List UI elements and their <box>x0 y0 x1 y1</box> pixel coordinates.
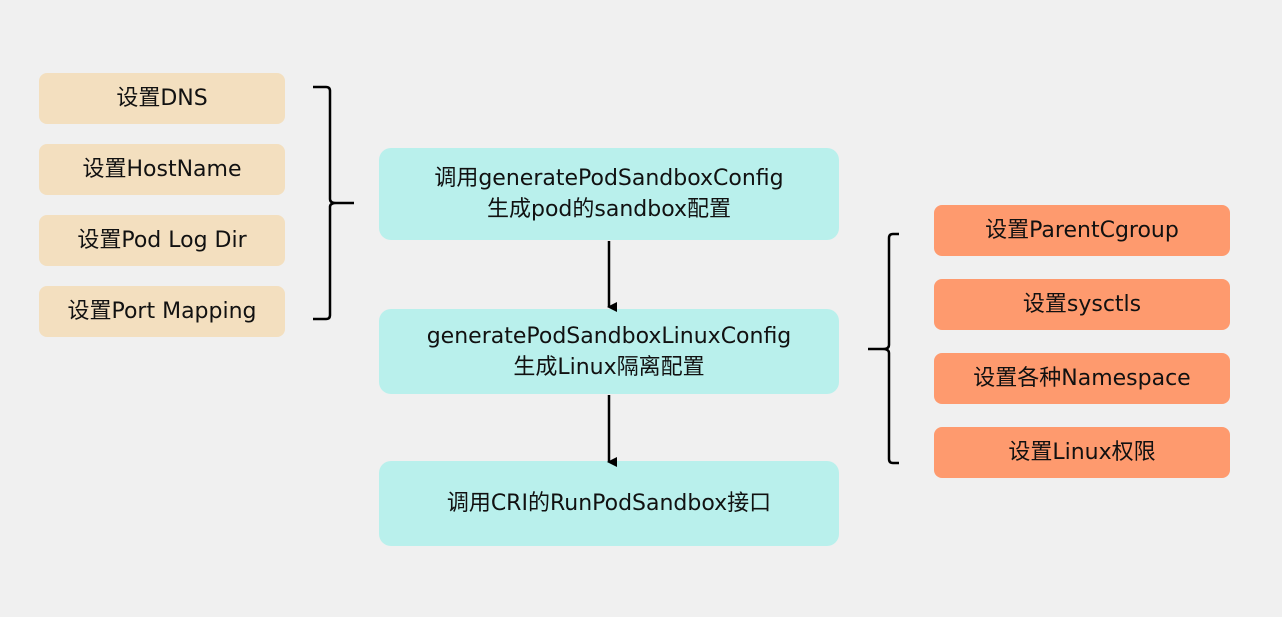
left-item-dns: 设置DNS <box>39 73 285 124</box>
step-line-2: 生成Linux隔离配置 <box>513 354 705 380</box>
right-brace <box>868 232 899 465</box>
left-item-label: 设置Pod Log Dir <box>77 228 247 253</box>
left-item-pod-log-dir: 设置Pod Log Dir <box>39 215 285 266</box>
step-line-1: 调用CRI的RunPodSandbox接口 <box>446 491 772 516</box>
left-item-label: 设置DNS <box>116 86 208 111</box>
left-item-label: 设置Port Mapping <box>67 299 257 324</box>
right-item-namespace: 设置各种Namespace <box>934 353 1230 404</box>
step-generate-pod-sandbox-config: 调用generatePodSandboxConfig 生成pod的sandbox… <box>379 148 839 240</box>
step-line-2: 生成pod的sandbox配置 <box>486 197 731 222</box>
left-brace <box>313 85 354 321</box>
step-line-1: generatePodSandboxLinuxConfig <box>426 323 792 349</box>
right-item-label: 设置Linux权限 <box>1008 440 1156 465</box>
step-generate-linux-config: generatePodSandboxLinuxConfig 生成Linux隔离配… <box>379 309 839 394</box>
left-item-hostname: 设置HostName <box>39 144 285 195</box>
right-item-label: 设置sysctls <box>1022 292 1142 317</box>
right-item-linux-permissions: 设置Linux权限 <box>934 427 1230 478</box>
right-item-sysctls: 设置sysctls <box>934 279 1230 330</box>
left-item-port-mapping: 设置Port Mapping <box>39 286 285 337</box>
right-item-parent-cgroup: 设置ParentCgroup <box>934 205 1230 256</box>
step-line-1: 调用generatePodSandboxConfig <box>434 166 784 191</box>
step-run-pod-sandbox: 调用CRI的RunPodSandbox接口 <box>379 461 839 546</box>
right-item-label: 设置ParentCgroup <box>985 218 1179 243</box>
left-item-label: 设置HostName <box>82 157 242 182</box>
right-item-label: 设置各种Namespace <box>973 366 1191 391</box>
